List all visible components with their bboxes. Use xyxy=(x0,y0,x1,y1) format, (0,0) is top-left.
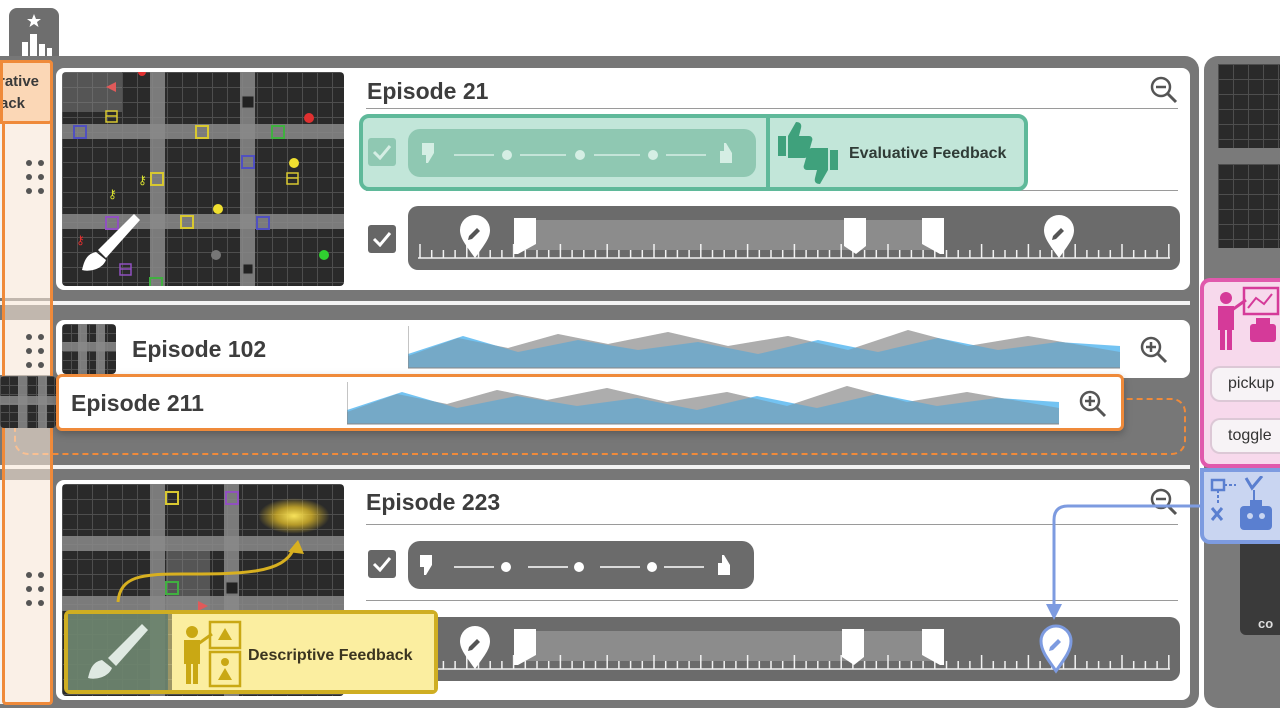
zoom-out-icon[interactable] xyxy=(1150,76,1178,104)
reward-area-chart[interactable] xyxy=(347,382,1059,426)
divider xyxy=(366,108,1178,109)
episode-thumbnail[interactable] xyxy=(1218,164,1280,248)
thumbs-up-down-icon xyxy=(778,122,838,184)
segment-end-flag[interactable] xyxy=(920,629,946,665)
ranking-tab[interactable] xyxy=(9,8,59,60)
zoom-in-icon[interactable] xyxy=(1079,390,1107,418)
svg-text:⚷: ⚷ xyxy=(108,187,117,201)
rating-scale-track xyxy=(420,555,730,575)
check-icon xyxy=(372,557,392,572)
row-separator xyxy=(0,301,1190,305)
rating-scale[interactable] xyxy=(408,541,754,589)
comparative-tab-label-2: ack xyxy=(0,95,26,112)
segment-end-flag[interactable] xyxy=(920,218,946,254)
descriptive-feedback-highlight: Descriptive Feedback xyxy=(64,610,438,694)
teacher-board-icon xyxy=(184,620,242,688)
segment-flag[interactable] xyxy=(840,629,866,665)
episode-title: Episode 102 xyxy=(132,336,267,362)
corrective-marker-pen-icon[interactable] xyxy=(1038,623,1074,675)
episode-thumbnail[interactable] xyxy=(0,376,56,428)
segment-start-flag[interactable] xyxy=(512,218,538,254)
annotation-marker-pen-icon[interactable] xyxy=(458,625,492,671)
grip-dots-icon[interactable] xyxy=(26,334,48,368)
svg-text:⚷: ⚷ xyxy=(138,173,147,187)
podium-star-icon xyxy=(22,14,52,56)
episode-title: Episode 21 xyxy=(367,78,489,104)
episode-thumbnail[interactable] xyxy=(1218,64,1280,148)
right-panel-footer-text: co xyxy=(1258,616,1274,631)
action-option-toggle[interactable]: toggle xyxy=(1210,418,1280,454)
divider xyxy=(366,600,1178,601)
segment-start-flag[interactable] xyxy=(512,629,538,665)
episode-title: Episode 211 xyxy=(71,390,204,416)
rating-scale-track xyxy=(422,143,732,163)
comparative-tab-label-1: rative xyxy=(0,73,40,90)
reward-area-chart[interactable] xyxy=(408,326,1120,370)
segment-flag[interactable] xyxy=(842,218,868,254)
timeline-ticks xyxy=(418,244,1170,259)
episode-title: Episode 223 xyxy=(366,489,501,515)
descriptive-feedback-label: Descriptive Feedback xyxy=(248,647,413,664)
corrective-feedback-panel xyxy=(1200,468,1280,544)
check-icon xyxy=(372,145,392,160)
robot-flow-icon xyxy=(1210,476,1272,530)
grip-dots-icon[interactable] xyxy=(26,572,48,606)
row-separator xyxy=(0,465,1190,469)
right-bottom-panel xyxy=(1240,544,1280,635)
evaluative-feedback-label: Evaluative Feedback xyxy=(849,145,1007,162)
comparative-feedback-tab[interactable]: rative ack xyxy=(0,60,53,124)
rating-checkbox[interactable] xyxy=(368,550,396,578)
grip-dots-icon[interactable] xyxy=(26,160,48,194)
paintbrush-icon[interactable] xyxy=(76,210,146,276)
annotation-marker-pen-icon[interactable] xyxy=(458,214,492,260)
action-option-pickup[interactable]: pickup xyxy=(1210,366,1280,402)
gridworld-objects: ⚷ ⚷ ⚷ xyxy=(73,72,329,286)
zoom-in-icon[interactable] xyxy=(1140,336,1168,364)
episode-timeline[interactable] xyxy=(408,206,1180,270)
episode-thumbnail[interactable]: ⚷ ⚷ ⚷ xyxy=(62,72,344,286)
check-icon xyxy=(372,232,392,247)
paintbrush-icon[interactable] xyxy=(82,622,148,684)
corrective-connector-arrow xyxy=(1046,504,1200,620)
teacher-board-icon xyxy=(1218,286,1280,350)
rating-scale[interactable] xyxy=(408,129,756,177)
svg-text:⚷: ⚷ xyxy=(76,233,85,247)
episode-thumbnail[interactable] xyxy=(62,324,116,374)
gridworld-objects xyxy=(116,491,304,611)
dragged-episode-card-211[interactable]: Episode 211 xyxy=(56,374,1124,431)
divider xyxy=(366,524,1178,525)
annotation-marker-pen-icon[interactable] xyxy=(1042,214,1076,260)
rating-checkbox[interactable] xyxy=(368,138,396,166)
episode-timeline[interactable] xyxy=(408,617,1180,681)
segment-checkbox[interactable] xyxy=(368,225,396,253)
timeline-ticks xyxy=(418,655,1170,670)
